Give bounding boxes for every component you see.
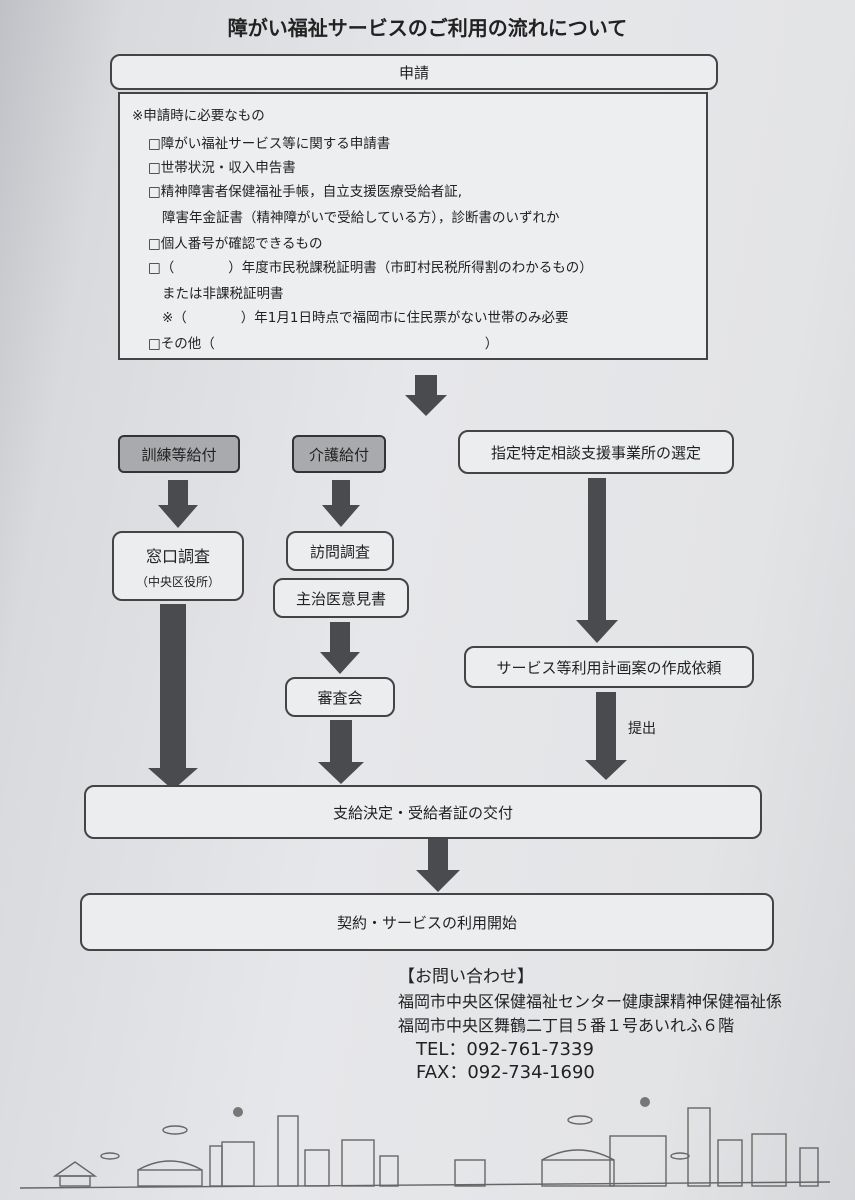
requirement-line: □その他（ ）	[148, 336, 499, 352]
cityscape-illustration	[19, 1097, 831, 1189]
arrow-down-icon	[158, 480, 198, 528]
requirement-line: ※（ ）年1月1日時点で福岡市に住民票がない世帯のみ必要	[162, 310, 569, 326]
arrow-down-icon	[320, 622, 360, 674]
page-title: 障がい福祉サービスのご利用の流れについて	[227, 16, 628, 40]
requirements-box: ※申請時に必要なもの □障がい福祉サービス等に関する申請書 □世帯状況・収入申告…	[118, 92, 708, 360]
apply-label: 申請	[398, 63, 429, 82]
requirement-line: □（ ）年度市民税課税証明書（市町村民税所得割のわかるもの）	[148, 260, 593, 276]
shitei-box: 指定特定相談支援事業所の選定	[458, 430, 734, 474]
kaigo-box: 介護給付	[292, 435, 386, 473]
arrow-down-icon	[322, 480, 360, 527]
contact-tel: TEL：092-761-7339	[416, 1039, 594, 1060]
requirement-line: □障がい福祉サービス等に関する申請書	[148, 136, 391, 152]
contact-address: 福岡市中央区舞鶴二丁目５番１号あいれふ６階	[398, 1016, 735, 1035]
madoguchi-sublabel: （中央区役所）	[135, 574, 220, 589]
requirement-line: □個人番号が確認できるもの	[148, 236, 323, 252]
teishutsu-label: 提出	[628, 721, 656, 737]
contact-heading: 【お問い合わせ】	[398, 967, 534, 987]
keiyaku-box: 契約・サービスの利用開始	[80, 893, 774, 951]
arrow-down-icon	[318, 720, 364, 784]
kunren-label: 訓練等給付	[141, 445, 217, 464]
requirement-line: 障害年金証書（精神障がいで受給している方），診断書のいずれか	[162, 210, 560, 226]
kettei-box: 支給決定・受給者証の交付	[84, 785, 762, 839]
keiyaku-label: 契約・サービスの利用開始	[336, 913, 517, 932]
contact-org: 福岡市中央区保健福祉センター健康課精神保健福祉係	[398, 992, 783, 1011]
madoguchi-box: 窓口調査 （中央区役所）	[112, 531, 244, 601]
requirement-line: □世帯状況・収入申告書	[148, 160, 296, 176]
requirement-line: □精神障害者保健福祉手帳，自立支援医療受給者証,	[148, 184, 463, 200]
apply-box: 申請	[110, 54, 718, 90]
service-plan-box: サービス等利用計画案の作成依頼	[464, 646, 754, 688]
arrow-down-icon	[148, 604, 198, 790]
contact-fax: FAX：092-734-1690	[416, 1062, 595, 1083]
houmon-label: 訪問調査	[309, 542, 370, 561]
kunren-box: 訓練等給付	[118, 435, 240, 473]
arrow-down-icon	[405, 375, 447, 416]
arrow-down-icon	[585, 692, 627, 780]
shuji-label: 主治医意見書	[295, 589, 386, 608]
shinsa-box: 審査会	[285, 677, 395, 717]
shuji-box: 主治医意見書	[273, 578, 409, 618]
kettei-label: 支給決定・受給者証の交付	[332, 803, 513, 822]
arrow-down-icon	[416, 838, 460, 892]
service-plan-label: サービス等利用計画案の作成依頼	[496, 658, 722, 677]
requirements-heading: ※申請時に必要なもの	[132, 108, 265, 124]
shitei-label: 指定特定相談支援事業所の選定	[490, 443, 701, 462]
arrow-down-icon	[576, 478, 618, 643]
kaigo-label: 介護給付	[308, 445, 369, 464]
houmon-box: 訪問調査	[286, 531, 394, 571]
shinsa-label: 審査会	[317, 688, 363, 707]
madoguchi-label: 窓口調査	[145, 546, 210, 566]
requirement-line: または非課税証明書	[162, 286, 284, 302]
